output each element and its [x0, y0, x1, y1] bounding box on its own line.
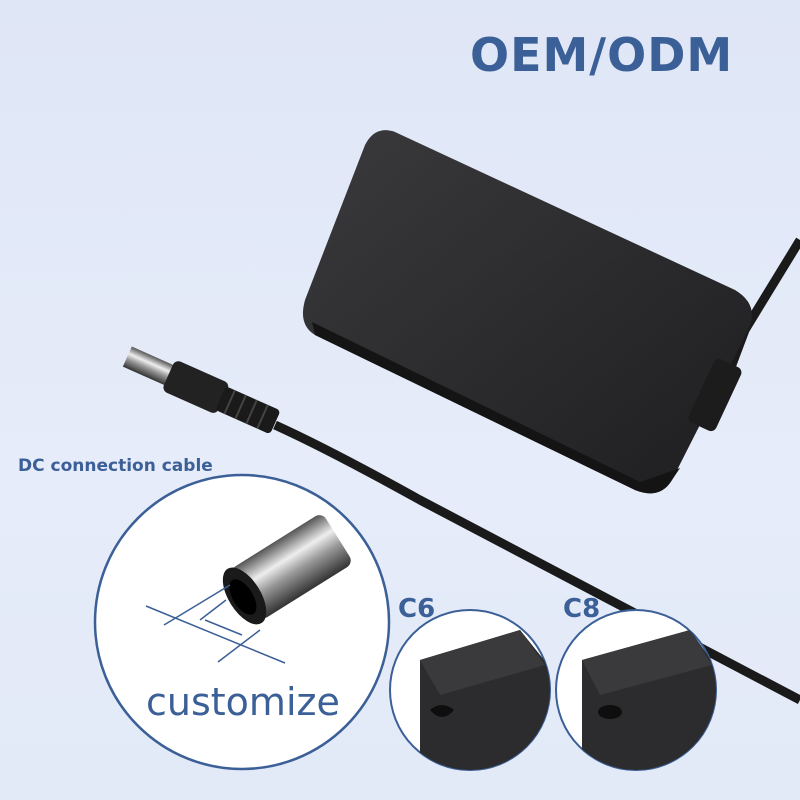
dc-tip-closeup	[145, 515, 351, 664]
dc-cable-label: DC connection cable	[18, 456, 213, 476]
c6-label: C6	[398, 594, 436, 624]
page-title: OEM/ODM	[470, 28, 734, 82]
dc-cable	[273, 420, 800, 704]
customize-label: customize	[146, 680, 340, 724]
c8-label: C8	[563, 594, 601, 624]
dc-plug	[122, 346, 280, 434]
adapter-body	[302, 130, 752, 494]
c6-adapter-closeup	[420, 630, 550, 770]
c8-adapter-closeup	[582, 630, 716, 770]
customize-circle	[93, 473, 391, 771]
